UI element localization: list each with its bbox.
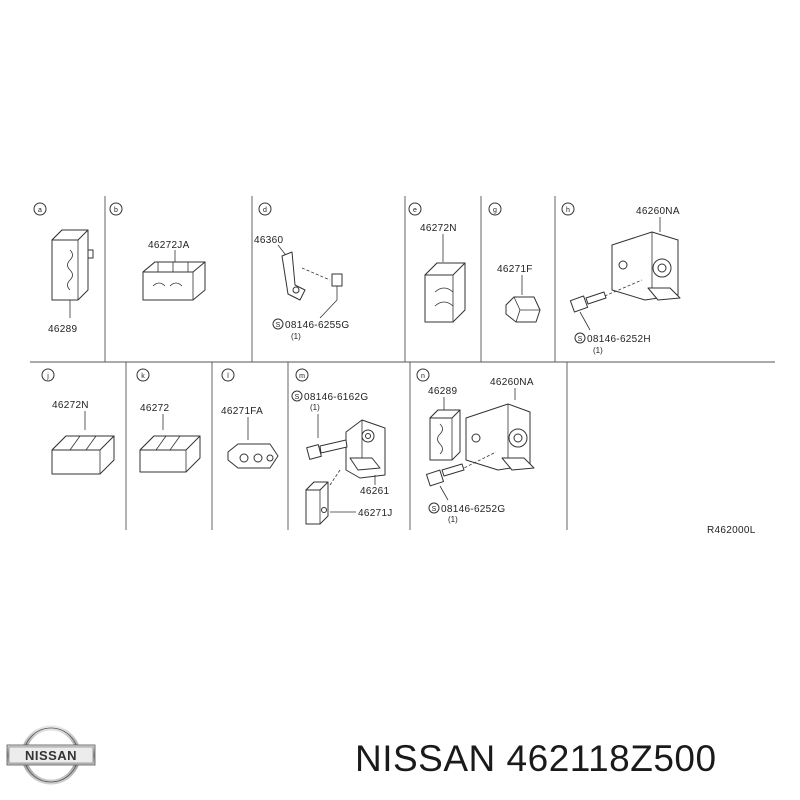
clip-part <box>305 469 341 525</box>
callout-letter: j <box>46 373 49 380</box>
callout-circle <box>416 368 430 382</box>
bracket-part <box>465 403 535 471</box>
bolt-part <box>306 439 348 460</box>
clip-part <box>227 443 279 469</box>
callout-letter: g <box>493 207 497 214</box>
part-number: 46271F <box>497 264 533 275</box>
cell-e: e 46272N <box>408 202 466 323</box>
screw-qty: (1) <box>593 346 603 355</box>
grid-lines <box>30 196 775 530</box>
clip-part <box>424 262 466 323</box>
callout-circle <box>221 368 235 382</box>
cell-l: l 46271FA <box>221 368 279 469</box>
bolt-part <box>425 451 497 487</box>
part-number: 46360 <box>254 235 283 246</box>
screw-symbol: S <box>578 336 583 343</box>
callout-letter: b <box>114 207 118 214</box>
callout-letter: d <box>263 207 267 214</box>
callout-letter: a <box>38 207 42 214</box>
part-number: 46261 <box>360 486 389 497</box>
callout-letter: n <box>421 373 425 380</box>
part-number: 46272N <box>52 400 89 411</box>
callout-letter: k <box>141 373 145 380</box>
cell-a: a 46289 <box>33 202 94 335</box>
part-number: 46272 <box>140 403 169 414</box>
diagram-code: R462000L <box>707 525 756 536</box>
bracket-part <box>281 251 306 301</box>
screw-symbol: S <box>432 506 437 513</box>
clip-part <box>142 261 206 301</box>
part-number: 46260NA <box>490 377 534 388</box>
cell-m: m S 08146-6162G (1) 46261 46271J <box>291 368 393 525</box>
callout-letter: m <box>299 373 305 380</box>
bracket-part <box>345 419 386 479</box>
part-number: 46271J <box>358 508 393 519</box>
part-number: 46289 <box>48 324 77 335</box>
screw-symbol: S <box>276 322 281 329</box>
cell-n: n 46289 46260NA S 08146-6252G (1) <box>416 368 535 524</box>
screw-symbol-circle <box>574 332 586 344</box>
part-number: 46260NA <box>636 206 680 217</box>
callout-letter: l <box>227 373 229 380</box>
callout-circle <box>561 202 575 216</box>
bracket-part <box>611 231 681 301</box>
callout-circle <box>109 202 123 216</box>
logo-text: NISSAN <box>25 748 77 763</box>
cell-g: g 46271F <box>488 202 541 323</box>
callout-circle <box>295 368 309 382</box>
cell-k: k 46272 <box>136 368 201 473</box>
screw-qty: (1) <box>310 403 320 412</box>
screw-number: 08146-6162G <box>304 392 368 403</box>
cell-j: j 46272N <box>41 368 115 475</box>
part-number: 46289 <box>428 386 457 397</box>
cell-b: b 46272JA <box>109 202 206 301</box>
callout-circle <box>258 202 272 216</box>
callout-circle <box>488 202 502 216</box>
part-number: 46271FA <box>221 406 263 417</box>
screw-qty: (1) <box>448 515 458 524</box>
screw-symbol: S <box>295 394 300 401</box>
cell-h: h 46260NA S 08146-6252H (1) <box>561 202 681 355</box>
brand-part-number: NISSAN 462118Z500 <box>355 738 717 779</box>
callout-circle <box>136 368 150 382</box>
callout-letter: e <box>413 207 417 214</box>
screw-qty: (1) <box>291 332 301 341</box>
clip-part <box>505 296 541 323</box>
part-number: 46272JA <box>148 240 190 251</box>
screw-symbol-circle <box>272 318 284 330</box>
callout-circle <box>41 368 55 382</box>
part-number: 46272N <box>420 223 457 234</box>
screw-number: 08146-6252G <box>441 504 505 515</box>
clamp-block-part <box>429 409 461 461</box>
callout-circle <box>33 202 47 216</box>
nissan-logo: NISSAN <box>6 725 96 785</box>
clamp-block-part <box>51 229 94 301</box>
screw-number: 08146-6255G <box>285 320 349 331</box>
screw-symbol-circle <box>428 502 440 514</box>
clip-part <box>51 435 115 475</box>
screw-number: 08146-6252H <box>587 334 651 345</box>
cell-d: d 46360 S 08146-6255G (1) <box>254 202 349 341</box>
clip-part <box>139 435 201 473</box>
screw-symbol-circle <box>291 390 303 402</box>
callout-circle <box>408 202 422 216</box>
bolt-part <box>301 267 343 300</box>
bolt-part <box>569 279 643 313</box>
callout-letter: h <box>566 207 570 214</box>
